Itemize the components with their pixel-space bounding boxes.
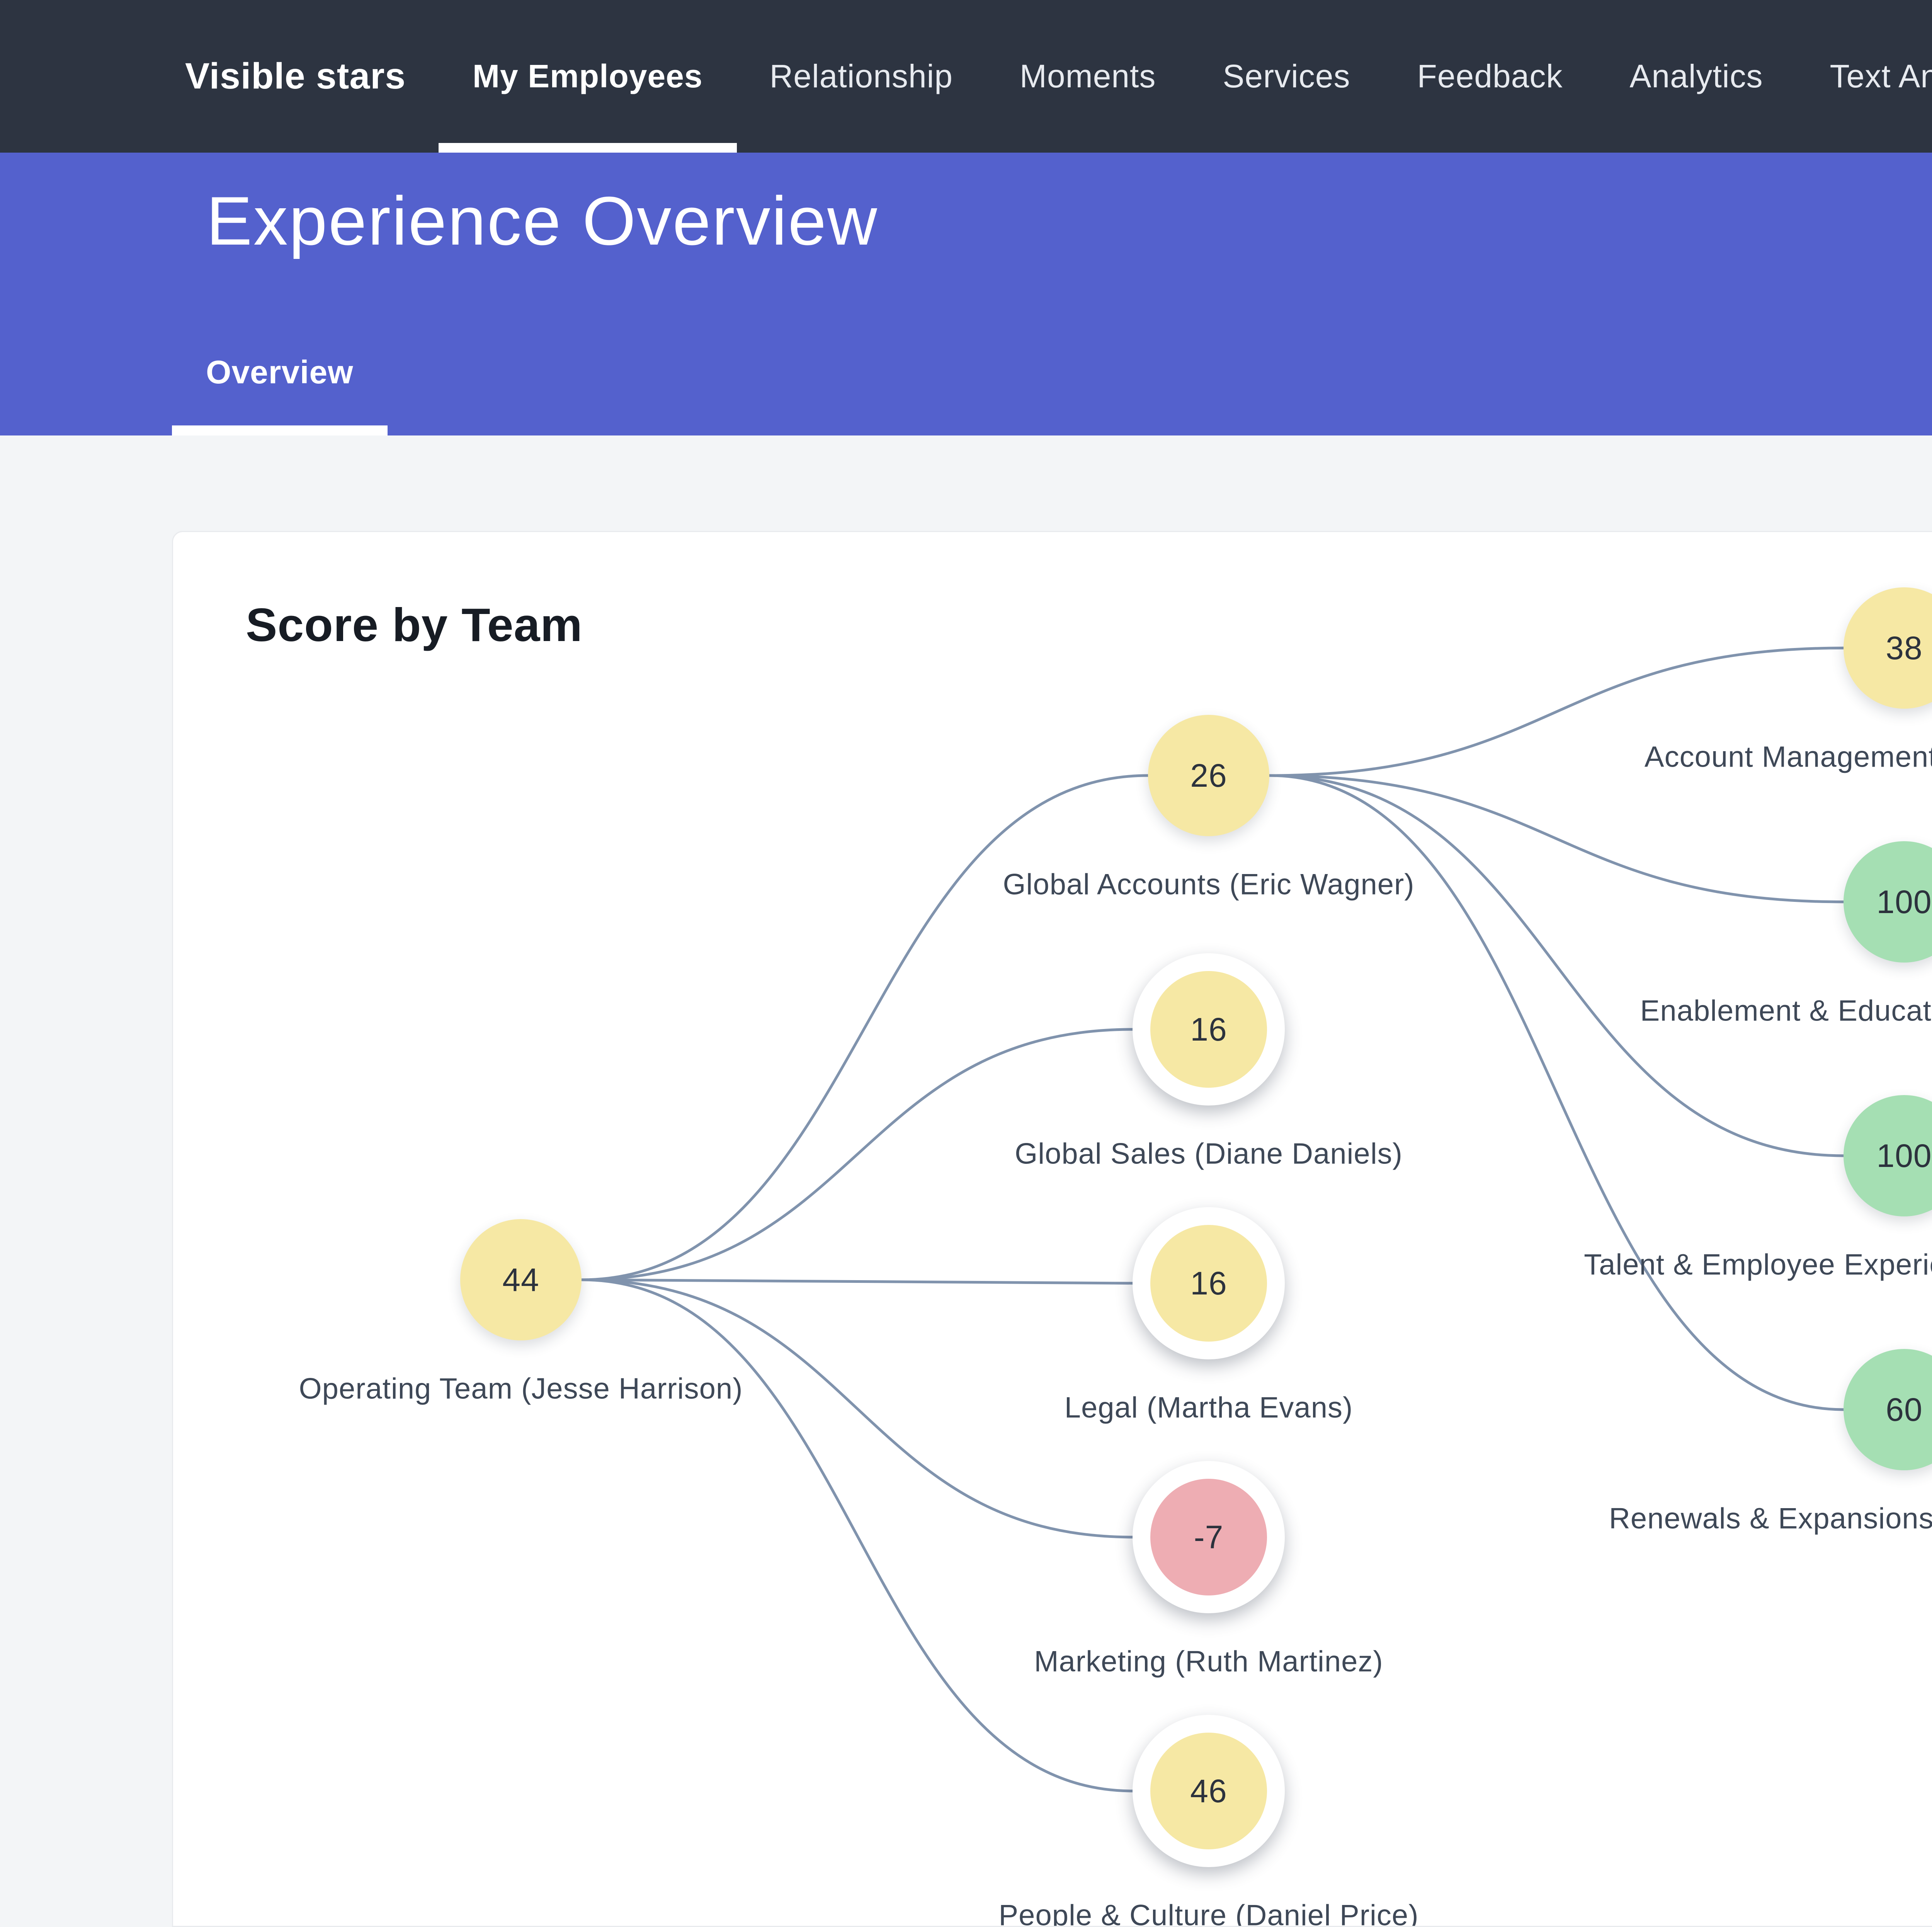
nav-item-text-analytics[interactable]: Text Analytics [1830, 0, 1932, 153]
tree-node-value: 44 [502, 1261, 539, 1298]
tree-node-global-sales[interactable]: 16 [1133, 953, 1285, 1106]
nav-item-analytics[interactable]: Analytics [1629, 0, 1763, 153]
tree-node-label-account-mgmt: Account Management (Tammy Woods) [1644, 740, 1932, 774]
nav-item-label: Relationship [769, 58, 953, 94]
nav-item-feedback[interactable]: Feedback [1417, 0, 1563, 153]
tree-node-value: 100 [1876, 1137, 1932, 1174]
tab-overview[interactable]: Overview [172, 354, 388, 435]
nav-item-services[interactable]: Services [1223, 0, 1350, 153]
tree-node-people-culture[interactable]: 46 [1133, 1715, 1285, 1867]
tree-node-value: 46 [1190, 1772, 1227, 1809]
tree-node-label-global-sales: Global Sales (Diane Daniels) [1015, 1137, 1403, 1170]
tree-node-value: 100 [1876, 883, 1932, 920]
tree-node-value: -7 [1194, 1519, 1224, 1555]
tree-node-label-renewals-exp: Renewals & Expansions (Patricia Gonzales… [1609, 1502, 1932, 1535]
tree-link-talent-exp [1268, 774, 1845, 1157]
tree-node-label-operating: Operating Team (Jesse Harrison) [299, 1372, 743, 1405]
tree-link-global-accounts [580, 774, 1150, 1281]
tree-node-label-people-culture: People & Culture (Daniel Price) [998, 1899, 1419, 1927]
nav-item-moments[interactable]: Moments [1020, 0, 1156, 153]
nav-tabs: My Employees Relationship Moments Services F… [439, 0, 1932, 153]
nav-item-label: Services [1223, 58, 1350, 94]
tree-link-global-sales [580, 1028, 1134, 1281]
team-tree-links [580, 646, 1845, 1793]
tree-node-label-enablement-edu: Enablement & Education (Teresa Ross) [1640, 994, 1932, 1027]
top-navigation: Visible stars My Employees Relationship Mo… [0, 0, 1932, 153]
tree-node-value: 26 [1190, 757, 1227, 794]
tree-node-label-talent-exp: Talent & Employee Experience (Louis Cole… [1584, 1248, 1932, 1281]
nav-item-my-employees[interactable]: My Employees [439, 0, 737, 153]
tree-link-enablement-edu [1268, 774, 1845, 903]
tree-node-marketing[interactable]: -7 [1133, 1461, 1285, 1613]
nav-item-label: Analytics [1629, 58, 1763, 94]
tree-link-people-culture [580, 1278, 1134, 1793]
tree-node-global-accounts[interactable]: 26 [1148, 715, 1269, 836]
tree-node-value: 16 [1190, 1265, 1227, 1301]
tree-node-label-global-accounts: Global Accounts (Eric Wagner) [1003, 868, 1415, 901]
tree-node-value: 38 [1886, 629, 1923, 666]
nav-item-label: Text Analytics [1830, 58, 1932, 94]
tree-node-label-legal: Legal (Martha Evans) [1064, 1391, 1353, 1424]
page-header: Experience Overview Overview [0, 153, 1932, 435]
tree-node-value: 60 [1886, 1391, 1923, 1428]
tree-link-legal [580, 1278, 1134, 1285]
page-title: Experience Overview [206, 182, 878, 259]
nav-item-label: My Employees [473, 58, 703, 94]
tree-link-renewals-exp [1268, 774, 1845, 1411]
card-title: Score by Team [246, 599, 583, 651]
brand-title: Visible stars [185, 56, 406, 97]
tree-link-marketing [580, 1278, 1134, 1539]
nav-item-label: Moments [1019, 58, 1156, 94]
nav-item-label: Feedback [1417, 58, 1563, 94]
nav-item-relationship[interactable]: Relationship [770, 0, 953, 153]
tree-node-label-marketing: Marketing (Ruth Martinez) [1034, 1645, 1383, 1678]
tree-link-account-mgmt [1268, 646, 1845, 777]
tree-node-legal[interactable]: 16 [1133, 1207, 1285, 1359]
tree-node-value: 16 [1190, 1011, 1227, 1048]
tree-node-operating[interactable]: 44 [460, 1219, 582, 1340]
